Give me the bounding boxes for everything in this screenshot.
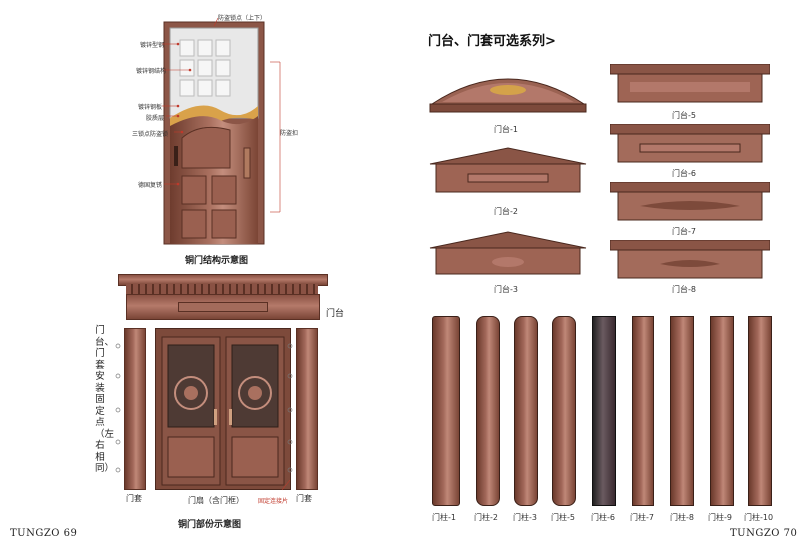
column-7-label: 门柱-7 [630,513,654,522]
column-2-label: 门柱-2 [474,513,498,522]
callout-lock-points: 防盗锁点（上下） [218,15,267,22]
label-fixing-plate: 固定连接片 [258,498,289,505]
column-6-label: 门柱-6 [591,513,615,522]
series-title: 门台、门套可选系列> [428,34,556,49]
label-mentao-right: 门套 [296,494,312,503]
column-5-image [552,316,576,506]
callout-galvanized-structure: 镀锌钢结构 [136,68,167,75]
right-footer: TUNGZO 70 [730,528,798,539]
door-top-5-label: 门台-5 [672,111,696,120]
column-3-image [514,316,538,506]
left-page: 镀锌型钢 镀锌钢结构 镀锌钢板 胶质层 三锁点防盗锁 德国复锈 防盗锁点（上下）… [10,15,345,539]
installation-side-label: 门台、门套安装固定点（左右相同） [95,325,115,474]
callout-three-point-lock: 三锁点防盗锁 [132,131,169,138]
door-top-5-image [610,64,770,103]
column-1-image [432,316,460,506]
door-top-2-label: 门台-2 [494,207,518,216]
column-5-label: 门柱-5 [551,513,575,522]
right-post [296,328,318,490]
column-9-image [710,316,734,506]
column-6-image [592,316,616,506]
column-3-label: 门柱-3 [513,513,537,522]
label-menta: 门台 [326,309,345,319]
column-8-label: 门柱-8 [670,513,694,522]
door-top-6-label: 门台-6 [672,169,696,178]
installation-caption: 铜门部份示意图 [178,520,242,530]
menta-header [118,274,328,320]
callout-galvanized-profile: 镀锌型钢 [140,42,165,49]
door-top-2-image [429,147,587,193]
door-top-1-label: 门台-1 [494,125,518,134]
column-8-image [670,316,694,506]
column-2-image [476,316,500,506]
label-menshan: 门扇（含门框） [188,496,244,505]
fixing-points [115,343,293,491]
door-structure-illustration [163,21,265,245]
door-top-7-image [610,182,770,221]
door-top-8-label: 门台-8 [672,285,696,294]
door-top-3-image [429,231,587,275]
door-structure-diagram [160,18,270,246]
callout-anti-theft-clasp: 防盗扣 [280,130,299,137]
column-7-image [632,316,654,506]
callout-lines [162,17,281,213]
door-top-7-label: 门台-7 [672,227,696,236]
column-9-label: 门柱-9 [708,513,732,522]
callout-glue-layer: 胶质层 [146,115,165,122]
column-1-label: 门柱-1 [432,513,456,522]
double-door [155,328,291,490]
column-10-image [748,316,772,506]
callout-german-coating: 德国复锈 [138,182,163,189]
column-10-label: 门柱-10 [744,513,774,522]
callout-galvanized-plate: 镀锌钢板 [138,104,163,111]
structure-caption: 铜门结构示意图 [185,256,249,266]
label-mentao-left: 门套 [126,494,142,503]
left-footer: TUNGZO 69 [10,528,78,539]
right-page: 门台、门套可选系列> 门台-1 门台-2 门台-3 门台-5 门台-6 门台-7 [400,0,800,546]
left-post [124,328,146,490]
door-top-1-image [429,78,587,113]
door-top-3-label: 门台-3 [494,285,518,294]
door-top-6-image [610,124,770,163]
door-top-8-image [610,240,770,279]
